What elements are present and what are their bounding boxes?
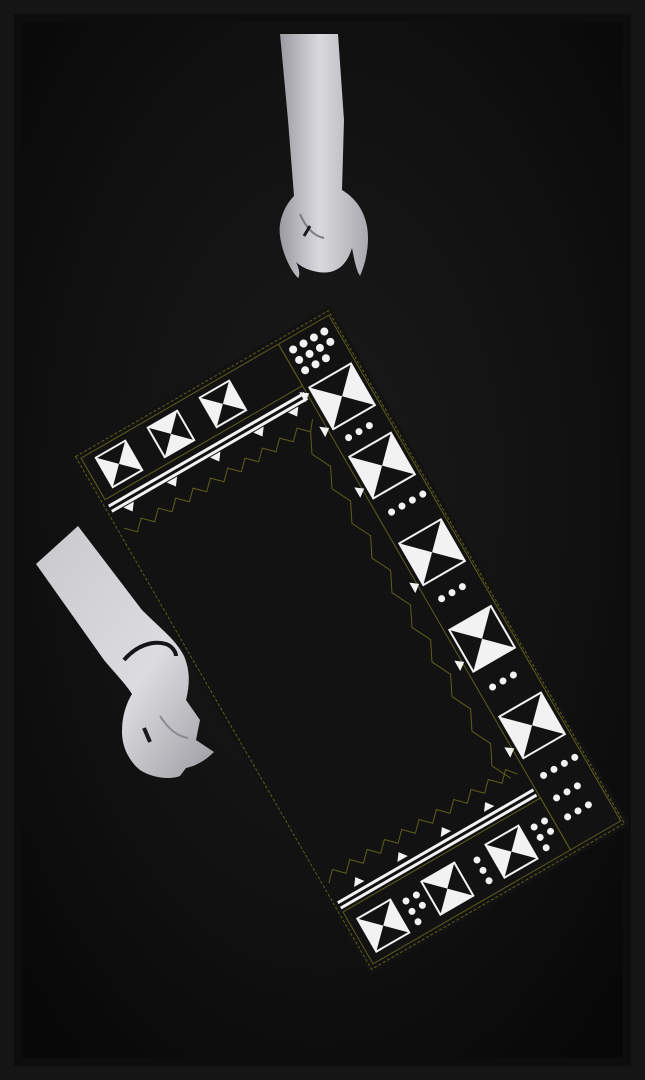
- left-hand-finger-crease: [159, 715, 189, 739]
- mat-zigzag-top: [123, 419, 314, 533]
- top-hand-pinch: [302, 225, 312, 237]
- left-hand-pinch: [142, 727, 152, 743]
- mat-pattern-icon: [70, 305, 630, 975]
- mat-zigzag-bottom: [328, 768, 518, 884]
- mat-border-bottom: [337, 788, 572, 965]
- mat-zigzag-right: [310, 431, 511, 779]
- mat-border-top: [80, 343, 309, 513]
- hand-icon: [279, 34, 368, 278]
- left-arm-hand: [36, 526, 214, 778]
- top-hand-finger-crease: [299, 213, 325, 239]
- mat-border-right: [277, 314, 622, 851]
- hand-icon: [36, 526, 214, 778]
- bracelet: [122, 640, 178, 662]
